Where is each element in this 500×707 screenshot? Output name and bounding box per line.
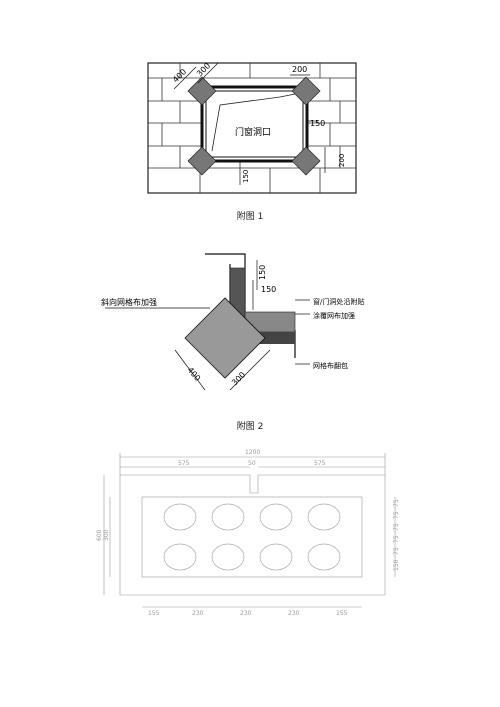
dim-150-b: 150 <box>261 285 276 294</box>
dim-half-right: 575 <box>314 460 326 467</box>
right-dim-2: 75 <box>393 511 400 519</box>
dim-half-left: 575 <box>178 460 190 467</box>
right-dim-5: 75 <box>393 547 400 555</box>
bottom-dim-3: 230 <box>240 610 252 617</box>
dim-height-total: 600 <box>96 529 103 541</box>
bottom-dim-5: 155 <box>336 610 348 617</box>
dim-height-inner: 300 <box>103 529 110 541</box>
label-corner-line2: 涂覆网布加强 <box>313 311 355 320</box>
dim-300: 300 <box>195 61 212 78</box>
figure-2-caption: 附图 2 <box>236 422 264 432</box>
corner-reinforcement <box>187 76 321 176</box>
dim-300: 300 <box>230 370 247 387</box>
right-dim-6: 150 <box>393 559 400 571</box>
diagonal-mesh <box>184 297 266 379</box>
right-dim-1: 75 <box>393 499 400 507</box>
dim-200-top: 200 <box>292 65 307 74</box>
holes <box>163 503 341 571</box>
dim-gap: 50 <box>248 460 256 467</box>
dim-150-a: 150 <box>258 265 267 280</box>
bottom-dim-4: 230 <box>288 610 300 617</box>
dim-150-bottom: 150 <box>242 170 250 183</box>
figure-1-opening-drawing: 400 300 200 150 150 200 门窗洞口 <box>147 61 357 194</box>
figure-3-panel-layout: 1200 575 50 575 600 300 155 230 230 230 … <box>96 449 400 617</box>
brick-courses <box>148 63 356 193</box>
dim-400: 400 <box>185 366 202 383</box>
opening-label: 门窗洞口 <box>235 126 271 138</box>
bottom-dim-1: 155 <box>148 610 160 617</box>
figure-1-caption: 附图 1 <box>236 212 264 222</box>
figure-2-corner-detail: 150 150 400 300 斜向网格布加强 窗/门洞处沿附贴 涂覆网布加强 … <box>101 253 364 391</box>
label-corner-line1: 窗/门洞处沿附贴 <box>313 297 364 306</box>
dim-150: 150 <box>310 119 325 128</box>
dim-400: 400 <box>171 67 188 84</box>
right-dim-4: 75 <box>393 535 400 543</box>
dim-total: 1200 <box>245 449 260 456</box>
dim-200-side: 200 <box>338 154 346 167</box>
bottom-dim-2: 230 <box>192 610 204 617</box>
label-mesh-wrap: 网格布翻包 <box>313 361 348 370</box>
right-dim-3: 75 <box>393 523 400 531</box>
label-diagonal-mesh: 斜向网格布加强 <box>101 297 157 307</box>
